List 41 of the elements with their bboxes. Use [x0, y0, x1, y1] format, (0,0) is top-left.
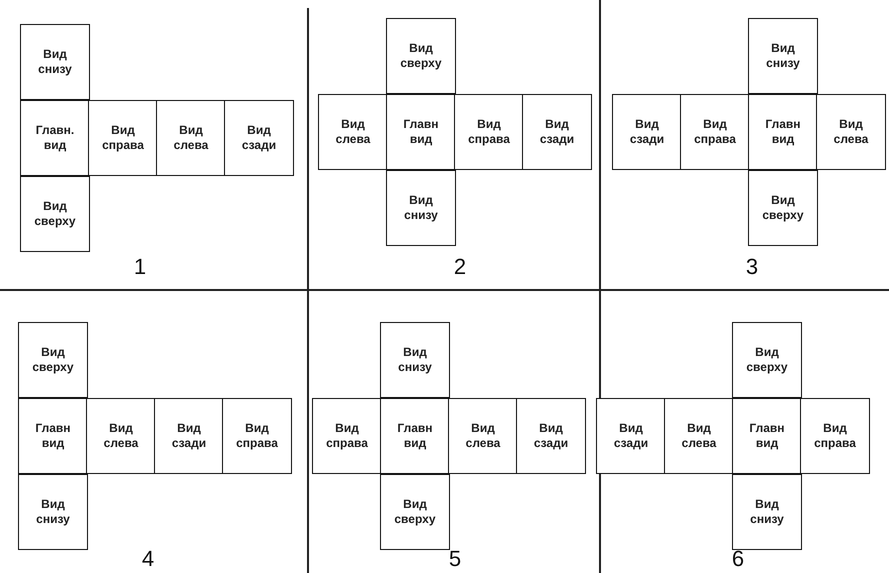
- view-cell: Вид сзади: [154, 398, 224, 474]
- view-cell: Вид слева: [816, 94, 886, 170]
- view-cell: Вид сверху: [386, 18, 456, 94]
- variant-number: 3: [746, 254, 758, 280]
- view-cell: Главн вид: [380, 398, 450, 474]
- variant-number: 4: [142, 546, 154, 572]
- view-cell: Вид слева: [156, 100, 226, 176]
- view-cell: Главн вид: [18, 398, 88, 474]
- view-cell: Главн вид: [732, 398, 802, 474]
- variant-number: 1: [134, 254, 146, 280]
- view-cell: Вид слева: [448, 398, 518, 474]
- variant-number: 5: [448, 546, 462, 572]
- view-cell: Вид справа: [680, 94, 750, 170]
- view-cell: Вид снизу: [386, 170, 456, 246]
- view-cell: Вид сзади: [596, 398, 666, 474]
- view-cell: Вид снизу: [18, 474, 88, 550]
- view-cell: Вид сверху: [732, 322, 802, 398]
- view-cell: Вид слева: [86, 398, 156, 474]
- view-cell: Вид снизу: [20, 24, 90, 100]
- view-cell: Главн вид: [748, 94, 818, 170]
- variant-number: 2: [454, 254, 466, 280]
- view-cell: Вид справа: [222, 398, 292, 474]
- view-cell: Вид сзади: [516, 398, 586, 474]
- view-cell: Вид сзади: [612, 94, 682, 170]
- view-cell: Вид снизу: [748, 18, 818, 94]
- view-cell: Вид сверху: [18, 322, 88, 398]
- view-cell: Главн вид: [386, 94, 456, 170]
- view-cell: Вид справа: [312, 398, 382, 474]
- view-cell: Вид справа: [88, 100, 158, 176]
- view-cell: Вид сзади: [224, 100, 294, 176]
- view-cell: Вид снизу: [732, 474, 802, 550]
- view-cell: Вид сверху: [380, 474, 450, 550]
- view-cell: Вид слева: [664, 398, 734, 474]
- view-cell: Вид сзади: [522, 94, 592, 170]
- view-cell: Вид слева: [318, 94, 388, 170]
- view-cell: Главн. вид: [20, 100, 90, 176]
- view-cell: Вид сверху: [748, 170, 818, 246]
- view-cell: Вид снизу: [380, 322, 450, 398]
- view-cell: Вид справа: [454, 94, 524, 170]
- view-cell: Вид сверху: [20, 176, 90, 252]
- view-cell: Вид справа: [800, 398, 870, 474]
